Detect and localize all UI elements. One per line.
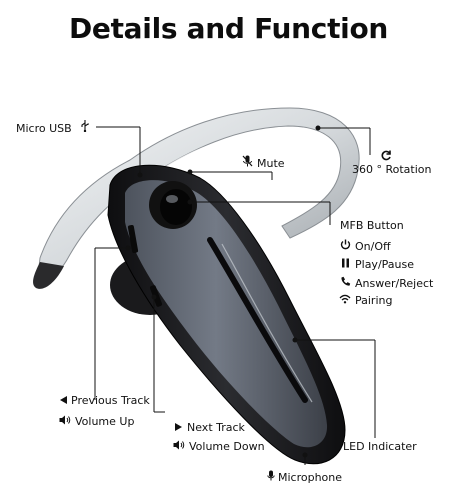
label-volume-down: Volume Down (172, 440, 265, 453)
mfb-button-text: MFB Button (340, 219, 404, 232)
previous-track-text: Previous Track (71, 394, 150, 407)
on-off-text: On/Off (355, 240, 391, 253)
label-on-off: On/Off (338, 239, 391, 253)
label-previous-track: Previous Track (58, 394, 150, 407)
wireless-signal-icon (338, 294, 352, 307)
label-pairing: Pairing (338, 294, 392, 307)
pause-icon (338, 258, 352, 271)
label-mute: Mute (240, 155, 285, 170)
rotation-text: 360 ° Rotation (352, 163, 432, 176)
label-play-pause: Play/Pause (338, 258, 414, 271)
speaker-icon (172, 440, 186, 453)
headset-body (107, 164, 346, 465)
microphone-icon (266, 470, 275, 484)
speaker-icon (58, 415, 72, 428)
label-mfb-button: MFB Button (340, 219, 404, 232)
right-triangle-icon (172, 421, 184, 434)
usb-icon (78, 120, 92, 135)
play-pause-text: Play/Pause (355, 258, 414, 271)
volume-up-text: Volume Up (75, 415, 135, 428)
pairing-text: Pairing (355, 294, 393, 307)
microphone-muted-icon (240, 155, 254, 170)
phone-icon (338, 276, 352, 290)
rotate-icon (352, 149, 432, 163)
label-led-indicater: LED Indicater (343, 440, 417, 453)
label-micro-usb: Micro USB (16, 120, 92, 135)
label-rotation: 360 ° Rotation (352, 149, 432, 176)
answer-reject-text: Answer/Reject (355, 277, 434, 290)
micro-usb-text: Micro USB (16, 122, 72, 135)
label-volume-up: Volume Up (58, 415, 134, 428)
leader-lines (94, 125, 376, 465)
led-indicater-text: LED Indicater (343, 440, 417, 453)
mute-text: Mute (257, 157, 285, 170)
label-next-track: Next Track (172, 421, 245, 434)
left-triangle-icon (58, 394, 68, 407)
page-title: Details and Function (68, 12, 389, 45)
microphone-text: Microphone (278, 471, 343, 484)
label-answer-reject: Answer/Reject (338, 276, 433, 290)
label-microphone: Microphone (266, 470, 342, 484)
power-icon (338, 239, 352, 253)
next-track-text: Next Track (187, 421, 245, 434)
volume-down-text: Volume Down (189, 440, 265, 453)
